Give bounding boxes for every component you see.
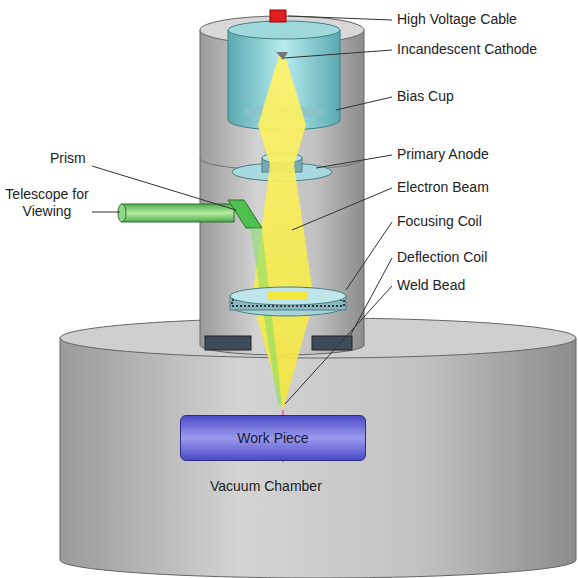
part-label: Incandescent Cathode	[397, 41, 537, 58]
part-label: Deflection Coil	[397, 249, 487, 266]
part-label: High Voltage Cable	[397, 11, 517, 28]
chamber-label: Vacuum Chamber	[210, 478, 322, 495]
part-label: Weld Bead	[397, 277, 465, 294]
work-piece: Work Piece	[180, 415, 366, 461]
node-text: Work Piece	[237, 430, 308, 446]
part-label: Electron Beam	[397, 179, 489, 196]
part-label: Prism	[50, 150, 86, 167]
part-label: Focusing Coil	[397, 213, 482, 230]
part-label: Telescope for Viewing	[4, 186, 90, 220]
part-label: Bias Cup	[397, 88, 454, 105]
part-label: Primary Anode	[397, 146, 489, 163]
